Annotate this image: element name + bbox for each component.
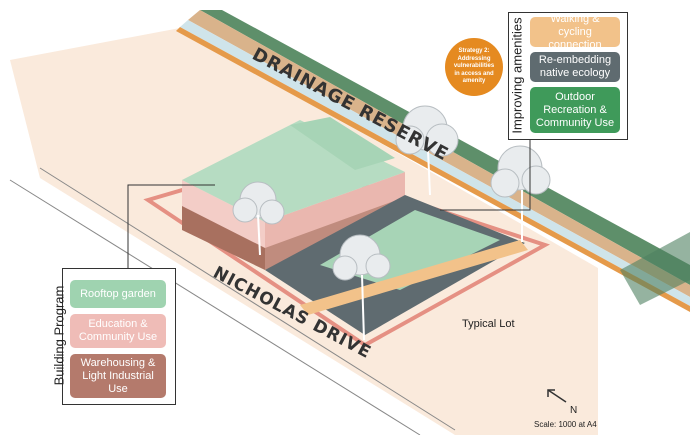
- building-rooftop-step: [290, 117, 395, 170]
- typical-lot-label: Typical Lot: [462, 318, 515, 330]
- tree-trunks: [257, 149, 523, 341]
- improving-amenities-title: Improving amenities: [509, 17, 525, 134]
- drainage-orange-band: [176, 27, 690, 312]
- chip-warehousing: Warehousing & Light Industrial Use: [70, 354, 166, 398]
- courtyard-path: [300, 240, 528, 315]
- amenities-leader: [440, 140, 531, 211]
- north-arrow-icon: [547, 389, 567, 403]
- building-education-side: [265, 172, 405, 248]
- chip-rooftop-garden: Rooftop garden: [70, 280, 166, 308]
- chip-outdoor-recreation: Outdoor Recreation & Community Use: [530, 87, 620, 133]
- chip-native-ecology: Re-embedding native ecology: [530, 52, 620, 82]
- drainage-water-band: [180, 20, 690, 306]
- tree-group: [232, 105, 551, 281]
- strategy-text: Strategy 2: Addressing vulnerabilities i…: [453, 48, 495, 85]
- road-edge-line: [39, 167, 456, 431]
- building-warehouse-front: [182, 205, 265, 270]
- building-program-leader: [127, 184, 215, 268]
- scale-label: Scale: 1000 at A4: [534, 420, 597, 429]
- building-program-title: Building Program: [51, 285, 67, 386]
- north-label: N: [570, 405, 578, 416]
- building-education-front: [182, 180, 265, 248]
- drainage-green-band-2: [620, 232, 690, 305]
- chip-walking-cycling: Walking & cycling connection: [530, 13, 620, 51]
- road-edge-line-2: [9, 179, 421, 435]
- chip-education-community: Education & Community Use: [70, 314, 166, 348]
- strategy-badge: Strategy 2: Addressing vulnerabilities i…: [445, 38, 503, 96]
